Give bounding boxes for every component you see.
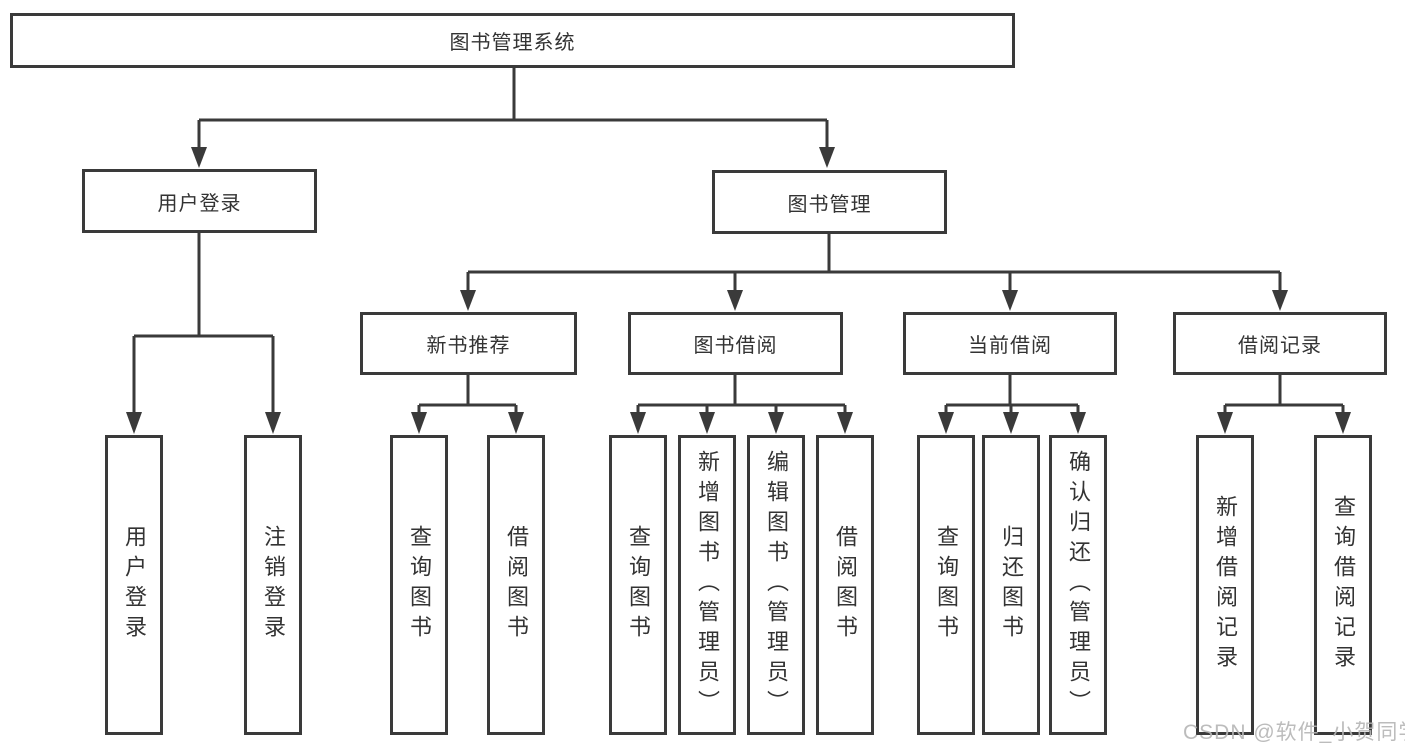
leaf-logout: 注销登录 (244, 435, 302, 735)
leaf-confirm-return-admin: 确认归还（管理员） (1049, 435, 1107, 735)
leaf-query-book-3: 查询图书 (917, 435, 975, 735)
edge-borrow-record-children (1217, 375, 1351, 434)
edge-user-login-children (126, 233, 281, 434)
node-book-management: 图书管理 (712, 170, 947, 234)
edge-current-borrow-children (938, 375, 1086, 434)
leaf-return-book: 归还图书 (982, 435, 1040, 735)
leaf-query-book-1: 查询图书 (390, 435, 448, 735)
csdn-watermark: CSDN @软件_小贺同学 (1183, 721, 1405, 744)
leaf-label: 注销登录 (261, 525, 286, 645)
leaf-label: 新增图书（管理员） (695, 450, 720, 720)
edge-book-borrow-children (630, 375, 853, 434)
leaf-label: 借阅图书 (833, 525, 858, 645)
leaf-add-book-admin: 新增图书（管理员） (678, 435, 736, 735)
leaf-edit-book-admin: 编辑图书（管理员） (747, 435, 805, 735)
leaf-label: 借阅图书 (504, 525, 529, 645)
node-library-management-system: 图书管理系统 (10, 13, 1015, 68)
leaf-label: 编辑图书（管理员） (764, 450, 789, 720)
node-new-book-recommend: 新书推荐 (360, 312, 577, 375)
leaf-label: 确认归还（管理员） (1066, 450, 1091, 720)
leaf-add-borrow-record: 新增借阅记录 (1196, 435, 1254, 735)
leaf-query-book-2: 查询图书 (609, 435, 667, 735)
leaf-query-borrow-record: 查询借阅记录 (1314, 435, 1372, 735)
leaf-borrow-book-1: 借阅图书 (487, 435, 545, 735)
node-user-login: 用户登录 (82, 169, 317, 233)
edge-new-book-children (411, 375, 524, 434)
node-current-borrow: 当前借阅 (903, 312, 1117, 375)
leaf-label: 用户登录 (122, 525, 147, 645)
leaf-label: 新增借阅记录 (1213, 495, 1238, 675)
leaf-borrow-book-2: 借阅图书 (816, 435, 874, 735)
leaf-label: 查询图书 (934, 525, 959, 645)
edge-root-to-level2 (191, 68, 835, 168)
edge-book-management-children (460, 234, 1288, 311)
leaf-label: 查询图书 (407, 525, 432, 645)
leaf-label: 查询图书 (626, 525, 651, 645)
leaf-user-login: 用户登录 (105, 435, 163, 735)
leaf-label: 归还图书 (999, 525, 1024, 645)
leaf-label: 查询借阅记录 (1331, 495, 1356, 675)
node-borrow-record: 借阅记录 (1173, 312, 1387, 375)
node-book-borrow: 图书借阅 (628, 312, 843, 375)
